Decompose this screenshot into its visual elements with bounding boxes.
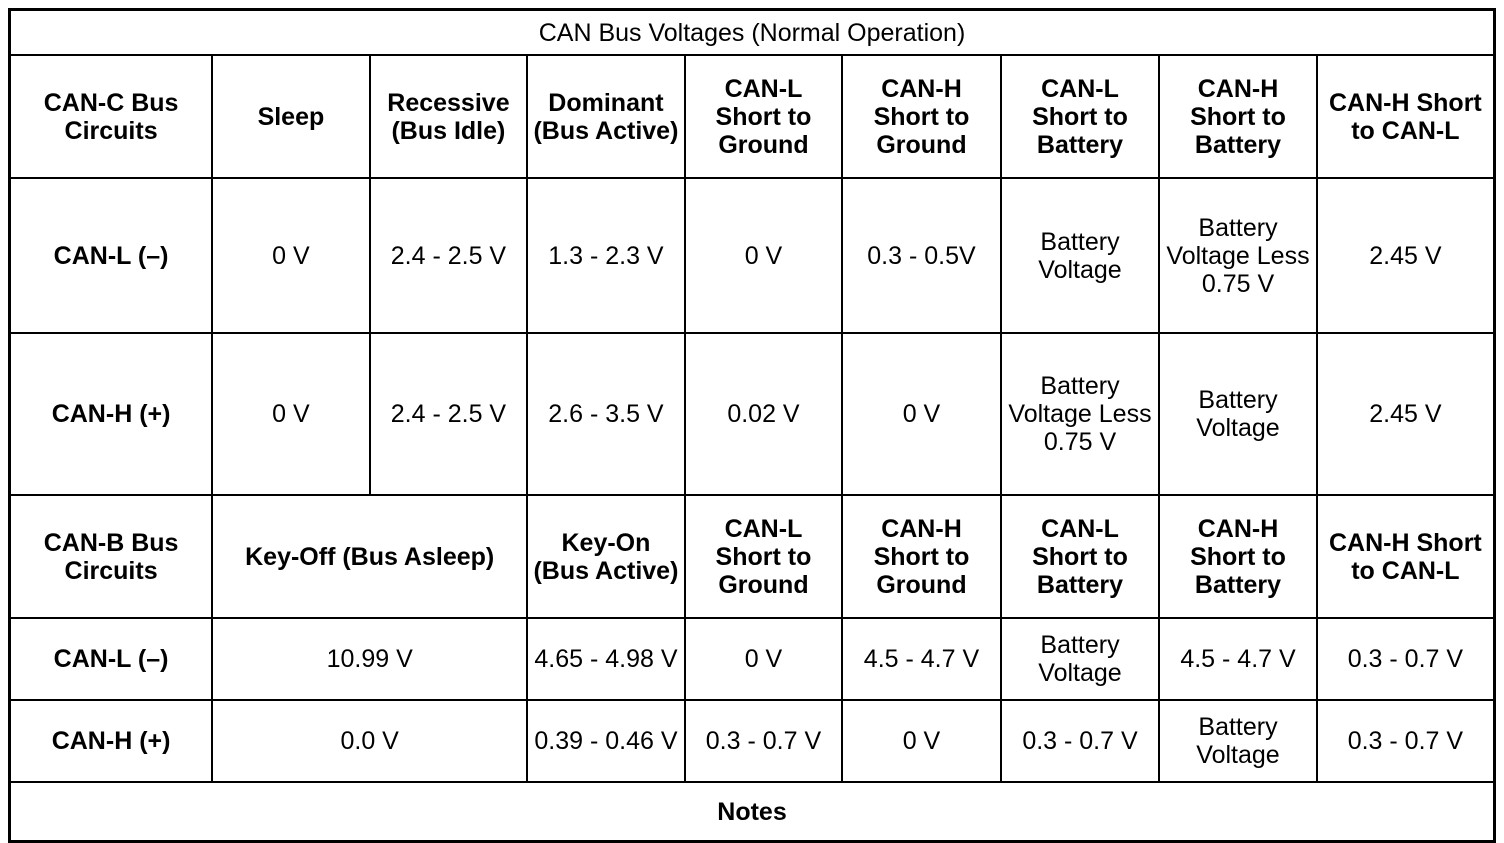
cell-can-b-can-h-short-ground-h: 0 V	[841, 699, 1002, 783]
cell-can-c-can-l-short-battery-l: Battery Voltage	[999, 177, 1161, 334]
row-label-can-b-can-h-positive: CAN-H (+)	[8, 699, 214, 783]
cell-can-b-can-l-short-battery-h: 4.5 - 4.7 V	[1158, 617, 1318, 701]
header-can-h-short-to-can-l: CAN-H Short to CAN-L	[1315, 54, 1496, 179]
table-row: CAN-L (–) 0 V 2.4 - 2.5 V 1.3 - 2.3 V 0 …	[8, 177, 1496, 334]
cell-can-c-can-l-recessive: 2.4 - 2.5 V	[368, 177, 529, 334]
header-can-h-short-to-battery: CAN-H Short to Battery	[1158, 54, 1318, 179]
notes-label: Notes	[8, 781, 1496, 843]
can-b-header-row: CAN-B Bus Circuits Key-Off (Bus Asleep) …	[8, 494, 1496, 619]
cell-can-b-can-h-short-can-l: 0.3 - 0.7 V	[1315, 699, 1496, 783]
table-row: CAN-H (+) 0.0 V 0.39 - 0.46 V 0.3 - 0.7 …	[8, 699, 1496, 783]
cell-can-b-can-l-key-on: 4.65 - 4.98 V	[526, 617, 686, 701]
cell-can-c-can-h-short-can-l: 2.45 V	[1315, 332, 1496, 496]
cell-can-c-can-h-sleep: 0 V	[211, 332, 371, 496]
cell-can-c-can-l-short-can-l: 2.45 V	[1315, 177, 1496, 334]
table-title-row: CAN Bus Voltages (Normal Operation)	[8, 8, 1496, 56]
cell-can-c-can-h-short-battery-h: Battery Voltage	[1158, 332, 1318, 496]
header-key-on-bus-active: Key-On (Bus Active)	[526, 494, 686, 619]
cell-can-c-can-l-sleep: 0 V	[211, 177, 371, 334]
header-can-b-can-h-short-to-battery: CAN-H Short to Battery	[1158, 494, 1318, 619]
cell-can-c-can-l-short-ground-h: 0.3 - 0.5V	[841, 177, 1002, 334]
table-row: CAN-L (–) 10.99 V 4.65 - 4.98 V 0 V 4.5 …	[8, 617, 1496, 701]
cell-can-c-can-h-short-battery-l: Battery Voltage Less 0.75 V	[999, 332, 1161, 496]
cell-can-b-can-l-short-ground-l: 0 V	[683, 617, 844, 701]
page-title: CAN Bus Voltages (Normal Operation)	[8, 8, 1496, 56]
header-can-b-can-l-short-to-ground: CAN-L Short to Ground	[683, 494, 844, 619]
header-sleep: Sleep	[211, 54, 371, 179]
header-recessive-bus-idle: Recessive (Bus Idle)	[368, 54, 529, 179]
cell-can-b-can-h-key-on: 0.39 - 0.46 V	[526, 699, 686, 783]
cell-can-b-can-l-key-off: 10.99 V	[211, 617, 529, 701]
cell-can-c-can-l-short-ground-l: 0 V	[683, 177, 844, 334]
header-can-b-can-l-short-to-battery: CAN-L Short to Battery	[999, 494, 1161, 619]
header-can-l-short-to-ground: CAN-L Short to Ground	[683, 54, 844, 179]
cell-can-b-can-h-short-ground-l: 0.3 - 0.7 V	[683, 699, 844, 783]
row-label-can-l-negative: CAN-L (–)	[8, 177, 214, 334]
header-can-c-bus-circuits: CAN-C Bus Circuits	[8, 54, 214, 179]
can-c-header-row: CAN-C Bus Circuits Sleep Recessive (Bus …	[8, 54, 1496, 179]
header-can-b-can-h-short-to-can-l: CAN-H Short to CAN-L	[1315, 494, 1496, 619]
row-label-can-b-can-l-negative: CAN-L (–)	[8, 617, 214, 701]
table-sheet: CAN Bus Voltages (Normal Operation) CAN-…	[8, 8, 1496, 843]
header-key-off-bus-asleep: Key-Off (Bus Asleep)	[211, 494, 529, 619]
header-can-l-short-to-battery: CAN-L Short to Battery	[999, 54, 1161, 179]
header-can-b-can-h-short-to-ground: CAN-H Short to Ground	[841, 494, 1002, 619]
cell-can-c-can-l-dominant: 1.3 - 2.3 V	[526, 177, 686, 334]
cell-can-b-can-l-short-ground-h: 4.5 - 4.7 V	[841, 617, 1002, 701]
header-can-b-bus-circuits: CAN-B Bus Circuits	[8, 494, 214, 619]
header-dominant-bus-active: Dominant (Bus Active)	[526, 54, 686, 179]
cell-can-c-can-h-short-ground-h: 0 V	[841, 332, 1002, 496]
row-label-can-h-positive: CAN-H (+)	[8, 332, 214, 496]
cell-can-c-can-l-short-battery-h: Battery Voltage Less 0.75 V	[1158, 177, 1318, 334]
cell-can-c-can-h-short-ground-l: 0.02 V	[683, 332, 844, 496]
cell-can-b-can-l-short-battery-l: Battery Voltage	[999, 617, 1161, 701]
cell-can-b-can-h-short-battery-h: Battery Voltage	[1158, 699, 1318, 783]
cell-can-b-can-h-short-battery-l: 0.3 - 0.7 V	[999, 699, 1161, 783]
cell-can-b-can-h-key-off: 0.0 V	[211, 699, 529, 783]
can-bus-voltages-table: CAN Bus Voltages (Normal Operation) CAN-…	[8, 8, 1496, 843]
header-can-h-short-to-ground: CAN-H Short to Ground	[841, 54, 1002, 179]
cell-can-b-can-l-short-can-l: 0.3 - 0.7 V	[1315, 617, 1496, 701]
cell-can-c-can-h-dominant: 2.6 - 3.5 V	[526, 332, 686, 496]
cell-can-c-can-h-recessive: 2.4 - 2.5 V	[368, 332, 529, 496]
notes-row: Notes	[8, 781, 1496, 843]
table-row: CAN-H (+) 0 V 2.4 - 2.5 V 2.6 - 3.5 V 0.…	[8, 332, 1496, 496]
